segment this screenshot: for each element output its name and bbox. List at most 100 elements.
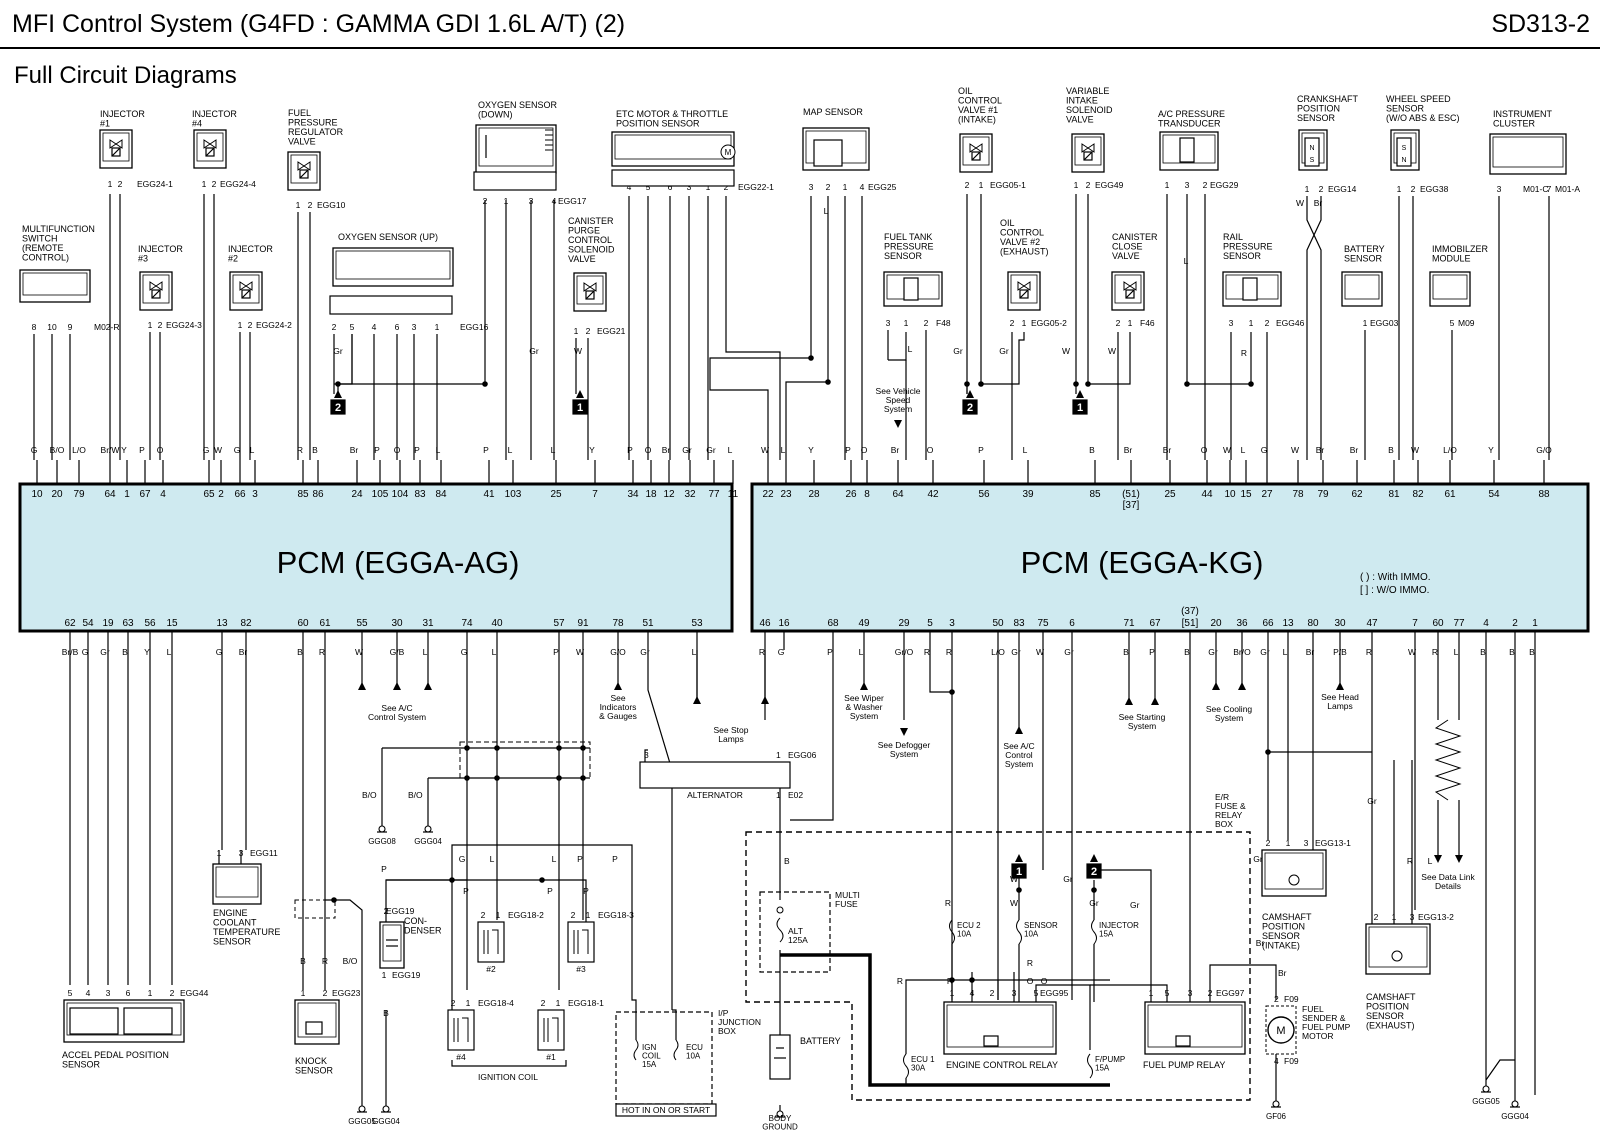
kg-top-pin: 28 <box>808 489 820 500</box>
component-box <box>1365 923 1431 975</box>
ignition-coil-box <box>447 1009 475 1051</box>
connector-arrow-icon <box>1090 854 1098 862</box>
kg-bot-pin: 6 <box>1069 618 1075 629</box>
kg-bot-wire-color: Gr <box>1208 647 1218 657</box>
component-inner <box>1368 926 1428 968</box>
ag-top-wire-color: L/O <box>72 445 86 455</box>
marker-number: 2 <box>1091 866 1097 878</box>
injector4-name: INJECTOR#4 <box>192 109 237 128</box>
shield-box <box>459 741 591 779</box>
kg-top-wire-color: W <box>1411 445 1419 455</box>
ignition-coil-label: #2 <box>486 964 496 974</box>
ag-bot-pin: 55 <box>356 618 368 629</box>
wire <box>785 381 828 460</box>
ag-bot-wire-color: W <box>576 647 584 657</box>
ckp-pin: 2 <box>1319 184 1324 194</box>
injector1-connector: EGG24-1 <box>137 179 173 189</box>
fpr-connector: EGG97 <box>1216 988 1245 998</box>
wire-color: R <box>1027 958 1033 968</box>
condenser-pin: 1 <box>382 970 387 980</box>
component-inner <box>66 1002 182 1036</box>
wire <box>451 1060 567 1067</box>
kg-bot-wire-color: R <box>1366 647 1372 657</box>
junction-dot <box>539 877 545 883</box>
arrow-up-icon <box>1238 682 1246 690</box>
section-subtitle: Full Circuit Diagrams <box>14 62 237 89</box>
hall-sensor-icon <box>1391 950 1403 962</box>
component-inner <box>1492 136 1564 168</box>
component-box <box>611 131 735 167</box>
pcsv-connector: EGG21 <box>597 326 626 336</box>
map-pin: 4 <box>860 182 865 192</box>
wire <box>334 334 353 385</box>
kg-bot-wire-color: R <box>946 647 952 657</box>
ag-top-wire-color: L <box>728 445 733 455</box>
kg-bot-wire-color: B <box>1184 647 1190 657</box>
o2down-connector: EGG17 <box>558 196 587 206</box>
acpt-pin: 2 <box>1203 180 1208 190</box>
arrow-up-icon <box>614 682 622 690</box>
cmp_in-connector: EGG13-1 <box>1315 838 1351 848</box>
wire-color: B <box>784 856 790 866</box>
acpt-pin: 1 <box>1165 180 1170 190</box>
ag-bot-pin: 13 <box>216 618 228 629</box>
ground-icon <box>1482 1085 1490 1093</box>
fuel-pump-connector: F09 <box>1284 1056 1299 1066</box>
cmp_in-pin: 2 <box>1266 838 1271 848</box>
wire <box>709 357 811 460</box>
component-box <box>1144 1001 1246 1055</box>
wire <box>905 979 952 1054</box>
ignition-coil-connector: EGG18-2 <box>508 910 544 920</box>
app-pin: 4 <box>86 988 91 998</box>
ag-bot-wire-color: L <box>692 647 697 657</box>
kg-top-wire-color: L <box>781 445 786 455</box>
ag-bot-pin: 63 <box>122 618 134 629</box>
immo-pin: 5 <box>1450 318 1455 328</box>
ground-label: GGG04 <box>1501 1112 1529 1121</box>
wire <box>1209 964 1277 1002</box>
fuse-icon <box>1087 1053 1093 1079</box>
ag-bot-wire-color: L <box>423 647 428 657</box>
ag-top-wire-color: L <box>551 445 556 455</box>
kg-top-pin: (51) <box>1122 489 1140 500</box>
kg-bot-pin: 7 <box>1412 618 1418 629</box>
motor-icon <box>720 144 736 160</box>
rps-pin: 3 <box>1229 318 1234 328</box>
ecr-connector: EGG95 <box>1040 988 1069 998</box>
battsensor-connector: EGG03 <box>1370 318 1399 328</box>
ignition-coil-box <box>567 921 595 963</box>
wire-color: P <box>583 886 589 896</box>
kg-bot-wire-color: P <box>1149 647 1155 657</box>
ground-label: GGG08 <box>368 837 396 846</box>
kg-top-wire-color: O <box>861 445 868 455</box>
component-box <box>943 1001 1057 1055</box>
marker-number: 1 <box>1016 866 1022 878</box>
multi-fuse-box <box>759 891 831 973</box>
ignition-coil-connector: EGG18-4 <box>478 998 514 1008</box>
motor-letter: M <box>725 148 732 157</box>
battsensor-pin: 1 <box>1363 318 1368 328</box>
cluster-pin: 7 <box>1547 184 1552 194</box>
component-box <box>1429 271 1471 307</box>
ag-bot-pin: 53 <box>691 618 703 629</box>
ag-top-pin: 34 <box>627 489 639 500</box>
ag-bot-wire-color: L <box>492 647 497 657</box>
wire-color: W <box>574 346 582 356</box>
wire-color: P <box>577 854 583 864</box>
component-inner <box>1344 274 1380 300</box>
alternator-pin: 1 <box>776 750 781 760</box>
kg-top-wire-color: Br <box>1124 445 1133 455</box>
kg-top-pin: 8 <box>864 489 870 500</box>
kg-bot-pin: 13 <box>1282 618 1294 629</box>
